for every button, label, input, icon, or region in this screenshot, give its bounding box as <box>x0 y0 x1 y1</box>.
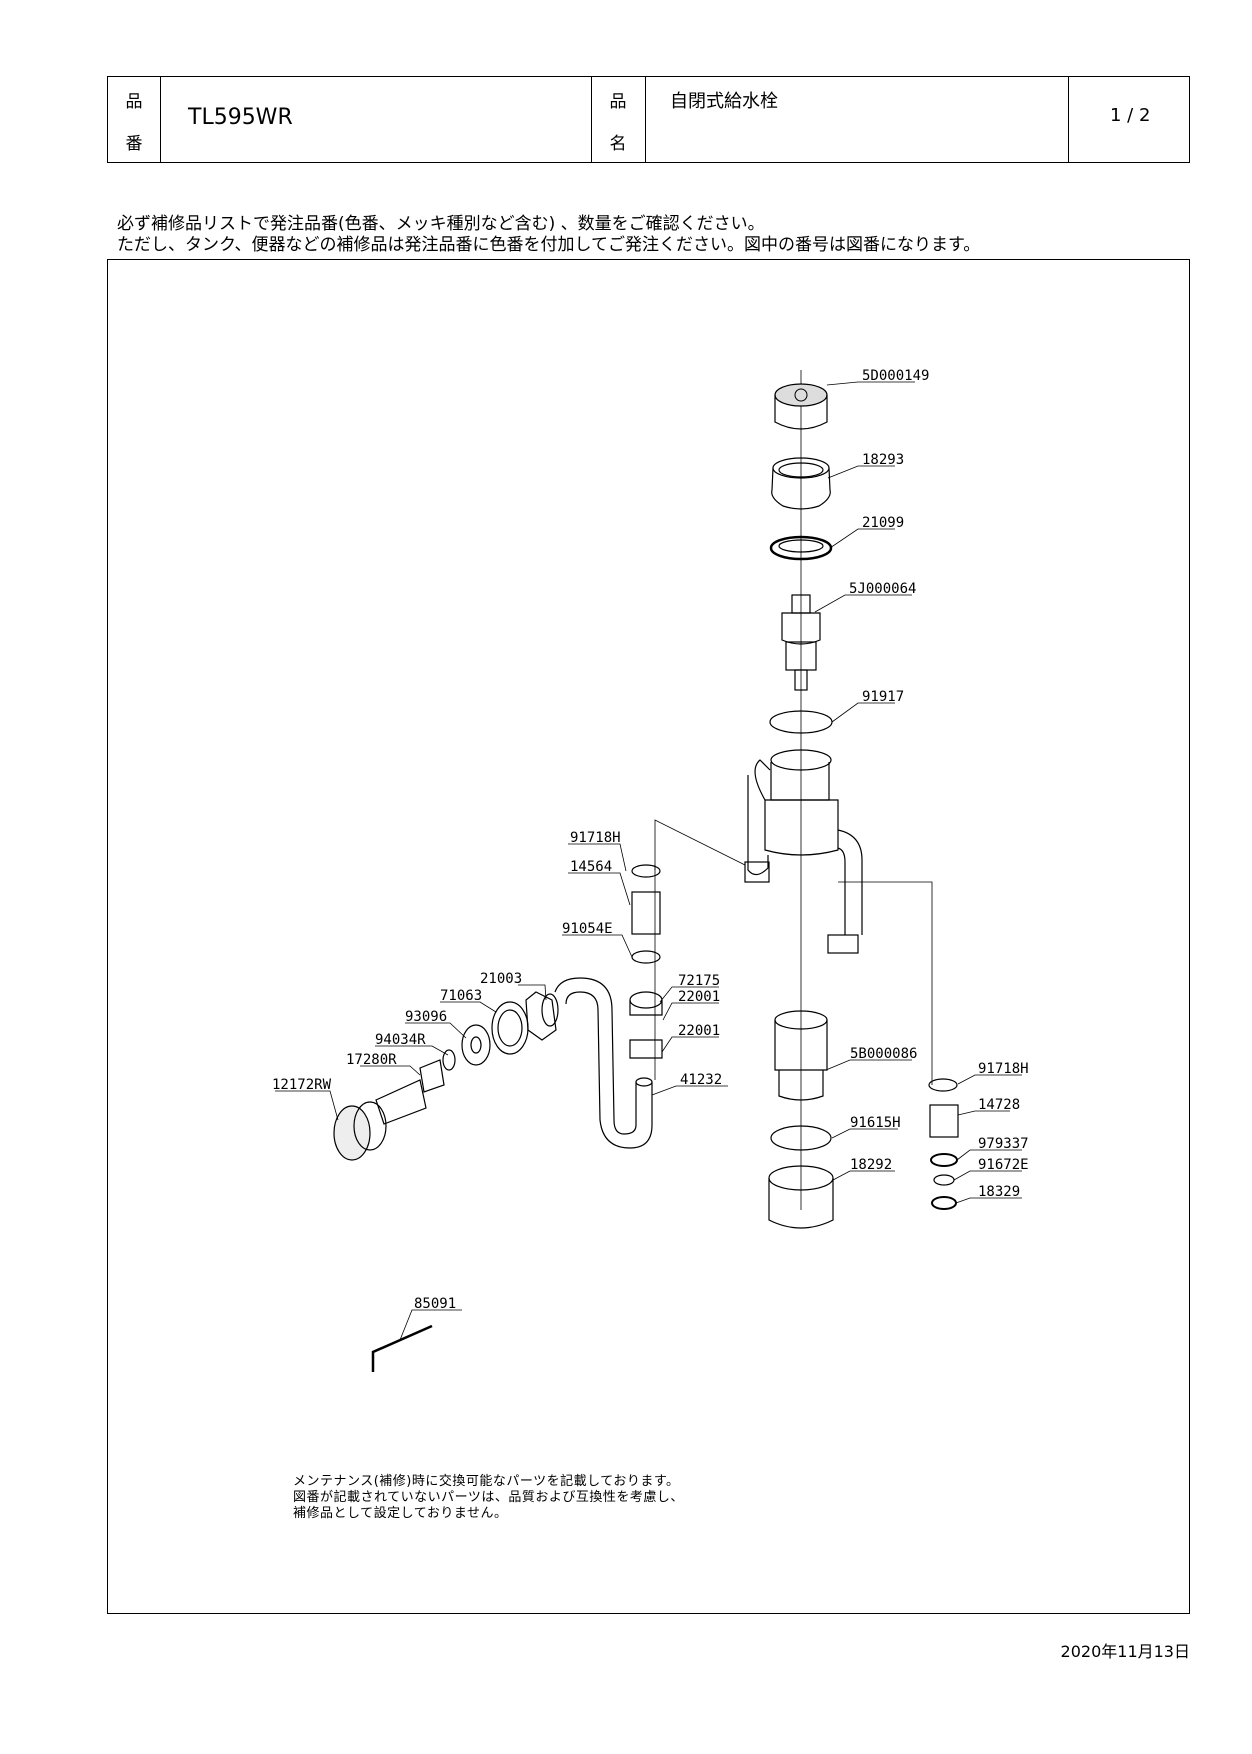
part-label: 22001 <box>678 989 720 1005</box>
disclaimer-line-2: 図番が記載されていないパーツは、品質および互換性を考慮し、 <box>293 1490 684 1505</box>
part-label: 21003 <box>480 971 522 987</box>
part-label: 12172RW <box>272 1077 332 1093</box>
part-label: 94034R <box>375 1032 426 1048</box>
model-number: TL595WR <box>188 105 293 130</box>
part-label: 5J000064 <box>849 581 916 597</box>
hinmei-label: 名 <box>609 134 627 154</box>
part-label: 5D000149 <box>862 368 929 384</box>
page-number: 1 / 2 <box>1110 105 1151 126</box>
part-label: 21099 <box>862 515 904 531</box>
product-name: 自閉式給水栓 <box>670 91 778 112</box>
note-line-1: 必ず補修品リストで発注品番(色番、メッキ種別など含む) 、数量をご確認ください。 <box>117 214 765 234</box>
part-label: 14564 <box>570 859 612 875</box>
part-label: 14728 <box>978 1097 1020 1113</box>
hex-key-part <box>371 1324 433 1372</box>
threaded-ring-part <box>769 535 833 561</box>
diagram-frame <box>107 259 1190 1614</box>
disclaimer-line-3: 補修品として設定しておりません。 <box>293 1506 508 1521</box>
part-label: 979337 <box>978 1136 1029 1152</box>
left-fitting <box>554 819 746 1149</box>
part-label: 5B000086 <box>850 1046 917 1062</box>
part-label: 91718H <box>978 1061 1029 1077</box>
header-divider <box>645 77 646 162</box>
part-label: 22001 <box>678 1023 720 1039</box>
part-label: 71063 <box>440 988 482 1004</box>
hinban-label: 品 <box>125 92 143 112</box>
part-label: 91054E <box>562 921 613 937</box>
part-label: 91718H <box>570 830 621 846</box>
o-ring-part <box>770 1125 832 1151</box>
part-label: 91615H <box>850 1115 901 1131</box>
disclaimer-line-1: メンテナンス(補修)時に交換可能なパーツを記載しております。 <box>293 1474 680 1489</box>
document-date: 2020年11月13日 <box>1060 1642 1190 1661</box>
hinmei-label: 品 <box>609 92 627 112</box>
cap-part <box>774 383 828 430</box>
part-label: 91917 <box>862 689 904 705</box>
outlet-assembly <box>333 991 559 1161</box>
header-divider <box>160 77 161 162</box>
part-label: 18293 <box>862 452 904 468</box>
header-divider <box>1068 77 1069 162</box>
part-label: 18329 <box>978 1184 1020 1200</box>
valve-body <box>744 749 863 954</box>
nut-part <box>768 1165 834 1229</box>
stem-part <box>774 1010 828 1101</box>
header-table: 品 番 TL595WR 品 名 自閉式給水栓 1 / 2 <box>107 76 1190 163</box>
part-label: 85091 <box>414 1296 456 1312</box>
hinban-label: 番 <box>125 134 143 154</box>
part-label: 93096 <box>405 1009 447 1025</box>
note-line-2: ただし、タンク、便器などの補修品は発注品番に色番を付加してご発注ください。図中の… <box>117 235 981 255</box>
part-label: 91672E <box>978 1157 1029 1173</box>
part-label: 41232 <box>680 1072 722 1088</box>
part-label: 72175 <box>678 973 720 989</box>
ring-part <box>771 457 831 510</box>
part-label: 17280R <box>346 1052 397 1068</box>
part-label: 18292 <box>850 1157 892 1173</box>
cartridge-part <box>781 594 821 691</box>
header-divider <box>591 77 592 162</box>
